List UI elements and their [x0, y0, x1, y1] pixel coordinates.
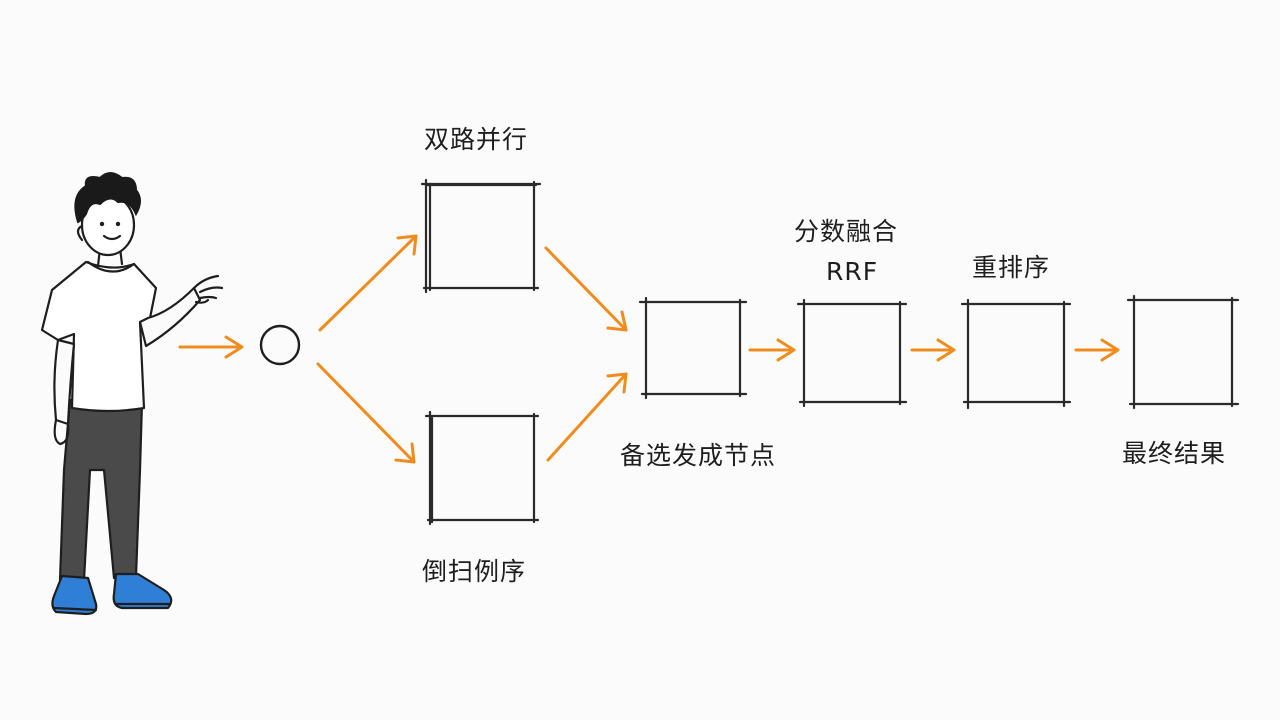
candidate-nodes-box: [638, 296, 748, 400]
score-fusion-box: [796, 298, 908, 408]
person-ear: [76, 224, 84, 242]
arrow-start-to-upper-box: [318, 234, 418, 332]
arrow-candidate-to-fusion: [748, 338, 796, 362]
label-inverted-scan: 倒扫例序: [422, 557, 526, 586]
person-left-shoe: [51, 574, 98, 616]
person-right-arm: [138, 286, 202, 348]
person-right-shoe: [112, 572, 173, 610]
person-shirt: [40, 260, 158, 413]
start-node: [259, 324, 301, 366]
arrow-fusion-to-rerank: [910, 338, 956, 362]
person-left-hand: [53, 418, 70, 446]
label-final-result: 最终结果: [1122, 439, 1226, 468]
label-rerank: 重排序: [972, 253, 1050, 282]
arrow-rerank-to-final: [1074, 338, 1120, 362]
person-pointing-hand: [192, 274, 224, 304]
final-result-box: [1126, 294, 1240, 410]
upper-branch-box: [420, 178, 542, 294]
label-candidate-nodes: 备选发成节点: [620, 441, 776, 470]
rerank-box: [960, 298, 1072, 410]
person-shoe-soles: [52, 602, 172, 612]
person-smile: [102, 234, 122, 241]
person-eye-right: [115, 221, 121, 227]
arrow-person-to-start: [178, 335, 244, 359]
arrow-lower-to-candidate: [546, 372, 628, 462]
label-score-fusion: 分数融合: [794, 217, 898, 246]
person-eye-left: [99, 221, 105, 227]
person-pants: [58, 398, 144, 582]
label-dual-path: 双路并行: [424, 125, 528, 154]
arrow-start-to-lower-box: [316, 362, 416, 464]
person-hair: [74, 172, 141, 224]
lower-branch-box: [424, 410, 540, 526]
label-score-fusion-rrf: RRF: [826, 257, 878, 286]
arrow-upper-to-candidate: [544, 246, 628, 332]
person-collar: [86, 260, 136, 273]
person-illustration: [40, 172, 224, 616]
